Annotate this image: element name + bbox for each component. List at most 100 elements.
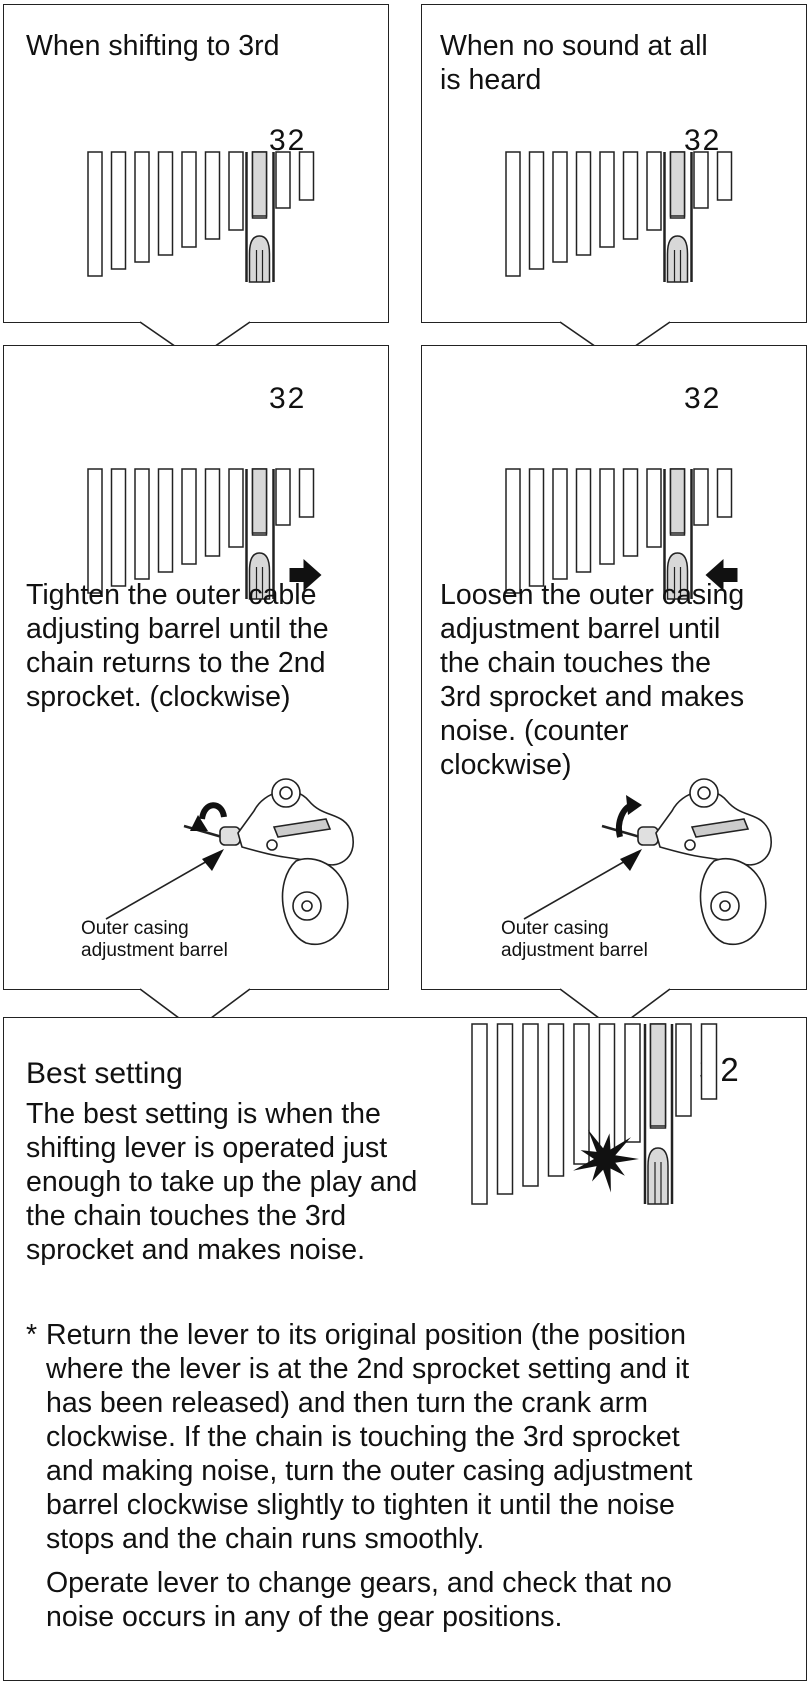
note-line-4: clockwise. If the chain is touching the … — [46, 1421, 680, 1453]
sprocket-diagram — [505, 151, 733, 283]
guide-pulley — [647, 1147, 669, 1205]
sprocket-8 — [522, 1023, 539, 1187]
note-line-1: Return the lever to its original positio… — [46, 1319, 687, 1351]
sprocket-5 — [622, 468, 639, 557]
callout-leader-line — [105, 855, 217, 920]
panel-title-line-2: is heard — [440, 64, 542, 96]
instruction-line-4: sprocket. (clockwise) — [26, 681, 291, 713]
body-plate — [272, 818, 332, 838]
callout-arrow-icon — [620, 849, 642, 871]
instruction-line-1: Tighten the outer cable — [26, 579, 317, 611]
lower-pulley-hub — [301, 900, 313, 912]
sprocket-9 — [110, 468, 127, 587]
sprocket-8 — [134, 151, 150, 263]
instruction-line-5: noise. (counter — [440, 715, 629, 747]
chain-on-sprocket — [251, 468, 268, 534]
instruction-line-4: 3rd sprocket and makes — [440, 681, 745, 713]
description-line-5: sprocket and makes noise. — [26, 1234, 366, 1266]
panel-top-left: When shifting to 3rd 32 — [3, 4, 389, 323]
derailleur-body — [183, 778, 355, 946]
best-setting-heading: Best setting — [26, 1057, 183, 1090]
sprocket-6 — [599, 151, 615, 248]
panel-top-right: When no sound at all is heard 32 — [421, 4, 807, 323]
sprocket-4 — [228, 468, 244, 548]
sprocket-2 — [693, 151, 709, 209]
sprocket-1 — [700, 1023, 718, 1100]
sprocket-diagram — [87, 468, 322, 600]
guide-pulley — [666, 235, 689, 283]
description-line-3: enough to take up the play and — [26, 1166, 418, 1198]
panel-mid-left: 32 Tighten the outer cable adjusting bar… — [3, 345, 389, 990]
callout-label-line-2: adjustment barrel — [501, 940, 648, 961]
sprocket-diagram — [505, 468, 738, 600]
noise-burst-icon — [573, 1129, 639, 1193]
sprocket-6 — [573, 1023, 590, 1165]
rear-derailleur-illustration — [105, 778, 355, 946]
instruction-line-2: adjusting barrel until the — [26, 613, 329, 645]
right-arrow-icon — [289, 559, 322, 591]
instruction-line-1: Loosen the outer casing — [440, 579, 745, 611]
sprocket-10 — [505, 468, 521, 594]
sprocket-9 — [110, 151, 127, 270]
clockwise-arrow-icon — [199, 802, 227, 820]
final-line-2: noise occurs in any of the gear position… — [46, 1601, 563, 1633]
panel-best-setting: Best setting The best setting is when th… — [3, 1017, 807, 1681]
sprocket-2 — [275, 151, 291, 209]
sprocket-9 — [528, 468, 545, 587]
callout-label-line-2: adjustment barrel — [81, 940, 228, 961]
sprocket-8 — [552, 151, 568, 263]
chain-on-sprocket — [251, 151, 268, 217]
clockwise-arrow-head-icon — [190, 815, 208, 831]
chain-on-sprocket — [649, 1023, 667, 1127]
sprocket-1 — [716, 468, 733, 518]
body-plate — [690, 818, 750, 838]
sprocket-10 — [87, 468, 103, 594]
sprocket-7 — [157, 468, 174, 573]
sprocket-9 — [528, 151, 545, 270]
sprocket-9 — [496, 1023, 514, 1195]
rear-derailleur-illustration — [523, 778, 773, 946]
sprocket-2 — [693, 468, 709, 526]
sprocket-2 — [675, 1023, 692, 1117]
sprocket-7 — [575, 151, 592, 256]
sprocket-1 — [298, 151, 315, 201]
pivot-bolt-inner — [697, 786, 711, 800]
note-line-5: and making noise, turn the outer casing … — [46, 1455, 693, 1487]
guide-pulley — [248, 235, 271, 283]
description-line-2: shifting lever is operated just — [26, 1132, 388, 1164]
sprocket-6 — [599, 468, 615, 565]
instruction-line-3: chain returns to the 2nd — [26, 647, 326, 679]
instruction-line-3: the chain touches the — [440, 647, 711, 679]
sprocket-4 — [646, 151, 662, 231]
note-line-6: barrel clockwise slightly to tighten it … — [46, 1489, 675, 1521]
sprocket-1 — [298, 468, 315, 518]
sprocket-diagram — [471, 1023, 718, 1205]
sprocket-7 — [157, 151, 174, 256]
sprocket-6 — [181, 151, 197, 248]
sprocket-8 — [552, 468, 568, 580]
sprocket-4 — [624, 1023, 641, 1143]
panel-mid-right: 32 Loosen the outer casing adjustment ba… — [421, 345, 807, 990]
note-line-2: where the lever is at the 2nd sprocket s… — [46, 1353, 690, 1385]
sprocket-2 — [275, 468, 291, 526]
sprocket-5 — [622, 151, 639, 240]
note-line-7: stops and the chain runs smoothly. — [46, 1523, 485, 1555]
sprocket-diagram — [87, 151, 315, 283]
chain-on-sprocket — [669, 468, 686, 534]
panel-title: When shifting to 3rd — [26, 30, 280, 62]
callout-leader-line — [523, 855, 635, 920]
lower-pulley-hub — [719, 900, 731, 912]
note-line-3: has been released) and then turn the cra… — [46, 1387, 649, 1419]
cable-icon — [183, 824, 223, 839]
guide-pulley — [666, 552, 689, 600]
description-line-1: The best setting is when the — [26, 1098, 381, 1130]
sprocket-4 — [646, 468, 662, 548]
instruction-line-2: adjustment barrel until — [440, 613, 721, 645]
guide-pulley — [248, 552, 271, 600]
sprocket-5 — [204, 151, 221, 240]
sprocket-6 — [181, 468, 197, 565]
sprocket-8 — [134, 468, 150, 580]
instruction-line-6: clockwise) — [440, 749, 572, 781]
callout-label-line-1: Outer casing — [501, 918, 609, 939]
counterclockwise-arrow-head-icon — [626, 795, 642, 815]
